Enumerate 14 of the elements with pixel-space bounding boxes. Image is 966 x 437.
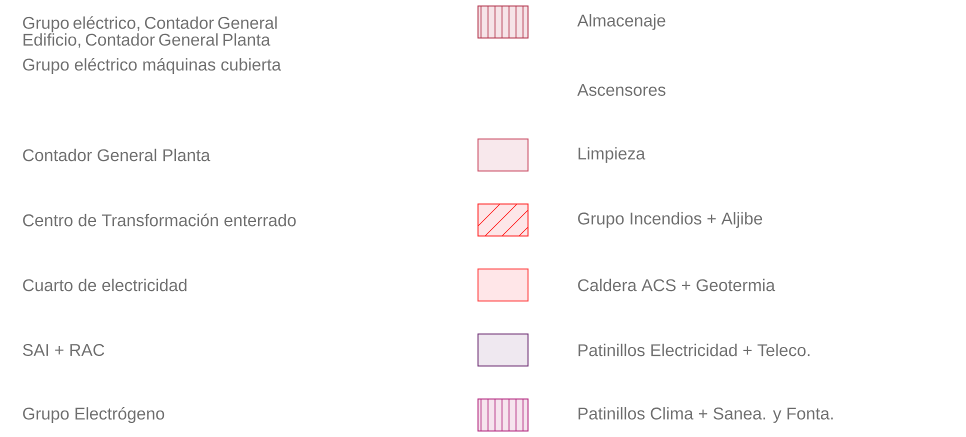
label-text: Grupo Electrógeno xyxy=(23,406,164,424)
legend-label: Patinillos Electricidad + Teleco. xyxy=(578,344,810,356)
legend-label: Almacenaje xyxy=(577,14,666,30)
label-text: Grupo eléctrico máquinas cubierta xyxy=(23,58,282,74)
legend-label: Grupo Incendios + Aljibe xyxy=(578,212,762,228)
label-text: SAI + RAC xyxy=(22,344,104,356)
legend-label: Ascensores xyxy=(577,84,666,96)
label-text: Contador General Planta xyxy=(23,148,210,162)
legend-label: Limpieza xyxy=(578,147,646,163)
legend-label: Patinillos Clima + Sanea. y Fonta. xyxy=(578,407,833,423)
label-text: Grupo eléctrico, Contador General Edificio, Contador General Planta xyxy=(23,16,277,48)
label-text: Cuarto de electricidad xyxy=(23,278,186,292)
label-text: Centro de Transformación enterrado xyxy=(23,214,296,226)
legend-label: Caldera ACS + Geotermia xyxy=(578,278,776,292)
